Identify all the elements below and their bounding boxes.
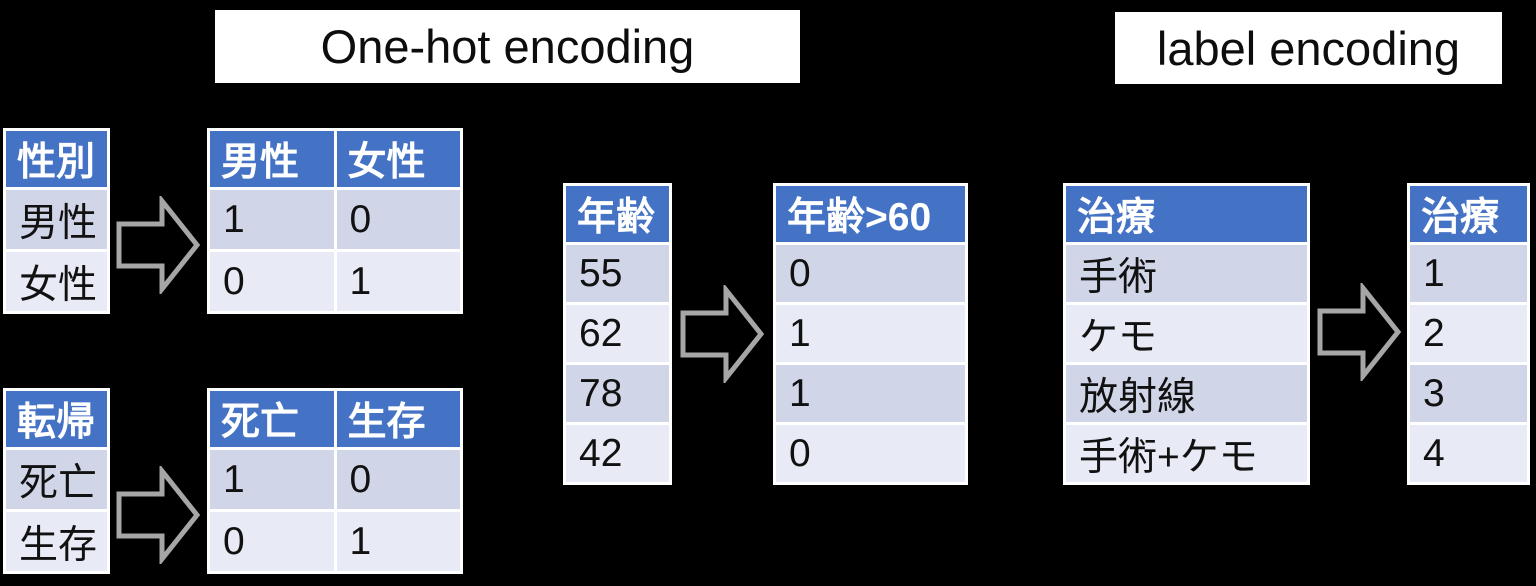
table-row: ケモ bbox=[1063, 302, 1310, 365]
table-row: 手術+ケモ bbox=[1063, 422, 1310, 485]
table-cell: 1 bbox=[773, 362, 968, 425]
table-cell: 0 bbox=[207, 509, 337, 574]
table-cell: 死亡 bbox=[3, 447, 110, 512]
table-cell: 1 bbox=[333, 509, 463, 574]
table-cell: 0 bbox=[333, 447, 463, 512]
column-header: 性別 bbox=[3, 128, 110, 190]
table-row: 1 bbox=[1407, 242, 1530, 305]
age-source-table: 年齢 55 62 78 42 bbox=[563, 183, 672, 485]
table-cell: 男性 bbox=[3, 187, 110, 252]
age-encoded-table: 年齢>60 0 1 1 0 bbox=[773, 183, 968, 485]
column-header: 死亡 bbox=[207, 388, 337, 450]
table-cell: 生存 bbox=[3, 509, 110, 574]
right-arrow-icon bbox=[680, 285, 765, 383]
table-cell: 3 bbox=[1407, 362, 1530, 425]
right-arrow-icon bbox=[116, 466, 201, 564]
label-encoding-title-text: label encoding bbox=[1156, 21, 1461, 75]
table-cell: 0 bbox=[773, 422, 968, 485]
column-header: 年齢 bbox=[563, 183, 672, 245]
onehot-encoding-title: One-hot encoding bbox=[215, 10, 800, 83]
outcome-source-table: 転帰 死亡 生存 bbox=[3, 388, 110, 574]
table-row: 男性 bbox=[3, 187, 110, 252]
onehot-encoding-title-text: One-hot encoding bbox=[320, 20, 695, 73]
table-row: 手術 bbox=[1063, 242, 1310, 305]
table-cell: 0 bbox=[207, 249, 337, 314]
table-cell: 女性 bbox=[3, 249, 110, 314]
table-cell: 1 bbox=[1407, 242, 1530, 305]
table-row: 1 0 bbox=[207, 447, 463, 512]
table-row: 1 0 bbox=[207, 187, 463, 252]
table-row: 放射線 bbox=[1063, 362, 1310, 425]
label-encoding-title: label encoding bbox=[1115, 12, 1502, 84]
table-cell: 0 bbox=[333, 187, 463, 252]
table-cell: 0 bbox=[773, 242, 968, 305]
column-header: 治療 bbox=[1063, 183, 1310, 245]
table-row: 55 bbox=[563, 242, 672, 305]
table-row: 0 1 bbox=[207, 509, 463, 574]
table-row: 3 bbox=[1407, 362, 1530, 425]
column-header: 年齢>60 bbox=[773, 183, 968, 245]
table-cell: 55 bbox=[563, 242, 672, 305]
table-cell: 42 bbox=[563, 422, 672, 485]
gender-encoded-table: 男性 女性 1 0 0 1 bbox=[207, 128, 463, 314]
column-header: 生存 bbox=[333, 388, 463, 450]
table-row: 1 bbox=[773, 302, 968, 365]
right-arrow-icon bbox=[116, 196, 201, 294]
table-cell: 1 bbox=[333, 249, 463, 314]
column-header: 女性 bbox=[333, 128, 463, 190]
table-cell: 1 bbox=[207, 187, 337, 252]
right-arrow-icon bbox=[1317, 283, 1402, 381]
table-row: 死亡 bbox=[3, 447, 110, 512]
table-cell: 手術+ケモ bbox=[1063, 422, 1310, 485]
table-cell: ケモ bbox=[1063, 302, 1310, 365]
table-row: 4 bbox=[1407, 422, 1530, 485]
table-cell: 78 bbox=[563, 362, 672, 425]
column-header: 男性 bbox=[207, 128, 337, 190]
table-cell: 2 bbox=[1407, 302, 1530, 365]
table-row: 62 bbox=[563, 302, 672, 365]
table-cell: 1 bbox=[207, 447, 337, 512]
treatment-source-table: 治療 手術 ケモ 放射線 手術+ケモ bbox=[1063, 183, 1310, 485]
table-row: 0 bbox=[773, 242, 968, 305]
table-row: 生存 bbox=[3, 509, 110, 574]
table-row: 女性 bbox=[3, 249, 110, 314]
table-cell: 62 bbox=[563, 302, 672, 365]
gender-source-table: 性別 男性 女性 bbox=[3, 128, 110, 314]
table-row: 42 bbox=[563, 422, 672, 485]
table-cell: 1 bbox=[773, 302, 968, 365]
treatment-encoded-table: 治療 1 2 3 4 bbox=[1407, 183, 1530, 485]
table-cell: 4 bbox=[1407, 422, 1530, 485]
table-row: 0 bbox=[773, 422, 968, 485]
table-row: 1 bbox=[773, 362, 968, 425]
table-cell: 手術 bbox=[1063, 242, 1310, 305]
outcome-encoded-table: 死亡 生存 1 0 0 1 bbox=[207, 388, 463, 574]
table-cell: 放射線 bbox=[1063, 362, 1310, 425]
table-row: 0 1 bbox=[207, 249, 463, 314]
table-row: 78 bbox=[563, 362, 672, 425]
column-header: 治療 bbox=[1407, 183, 1530, 245]
column-header: 転帰 bbox=[3, 388, 110, 450]
table-row: 2 bbox=[1407, 302, 1530, 365]
